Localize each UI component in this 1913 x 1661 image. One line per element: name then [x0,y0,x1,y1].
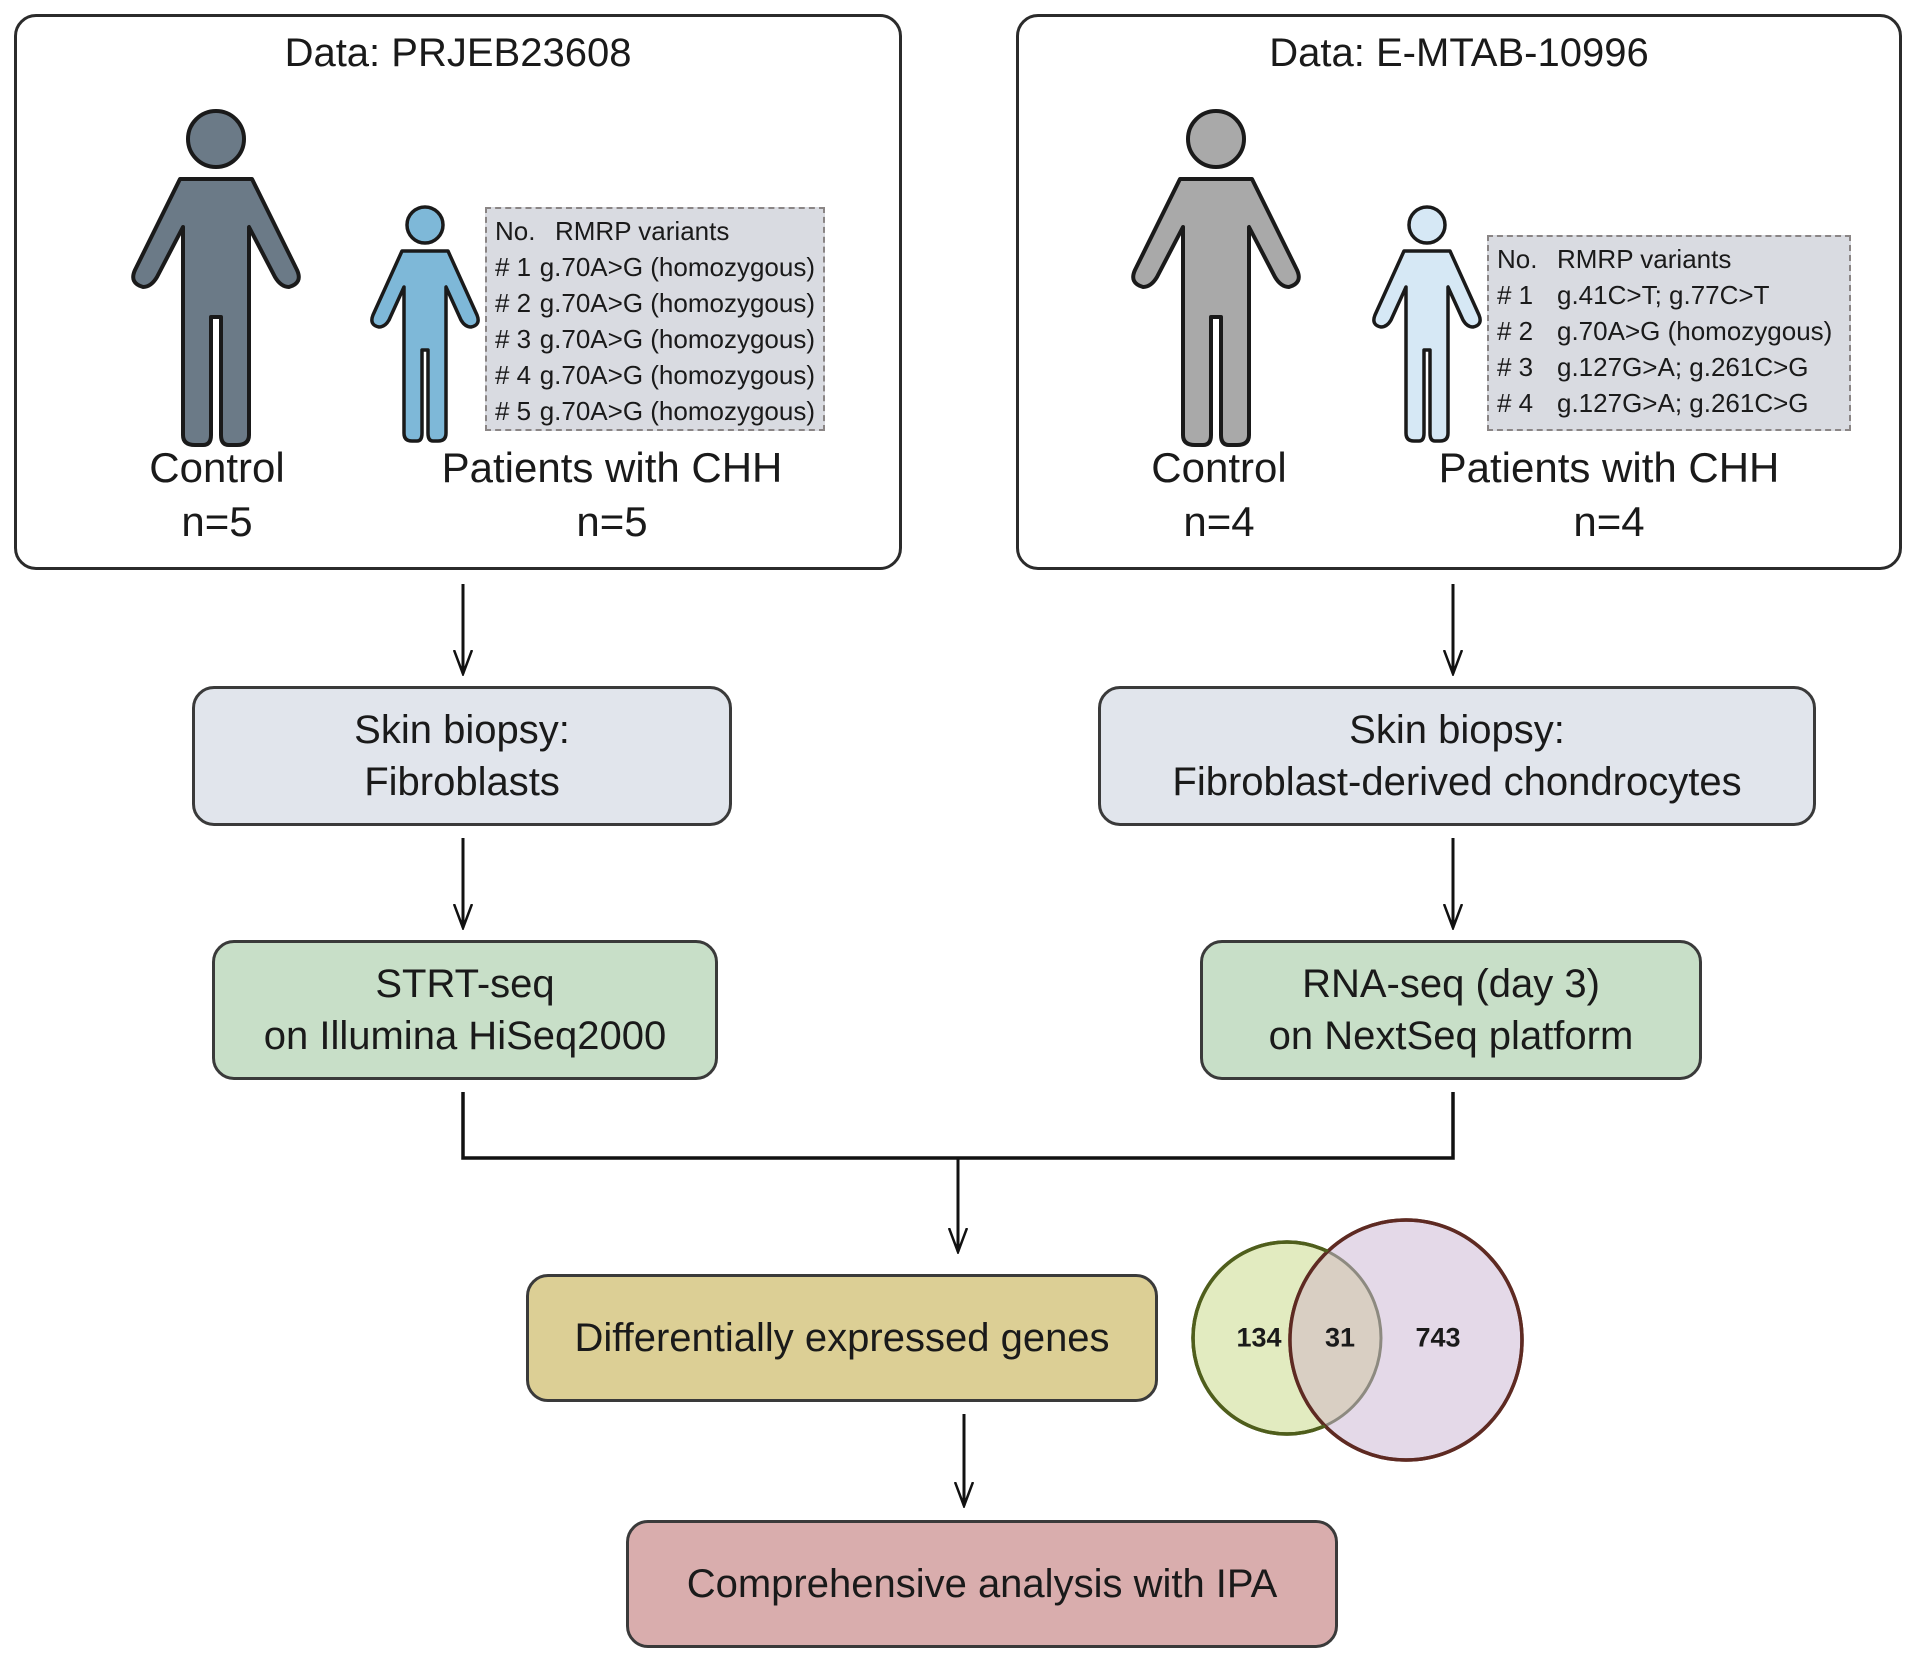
control-person-icon [131,109,301,447]
deg-label: Differentially expressed genes [574,1316,1110,1360]
patient-person-icon [370,205,480,443]
variant-value: g.70A>G (homozygous) [1557,316,1833,346]
variant-no: # 1 [495,252,532,282]
control-n: n=5 [181,498,253,545]
patients-n: n=4 [1573,498,1645,545]
seq-line2: on Illumina HiSeq2000 [263,1014,667,1058]
variant-row: # 3 g.127G>A; g.261C>G [1497,349,1841,385]
panel-title: Data: E-MTAB-10996 [1269,31,1649,75]
variant-no: # 2 [1497,316,1534,346]
control-group: Control n=5 [97,441,337,549]
variant-value: g.70A>G (homozygous) [539,396,815,426]
venn-right-only-count: 743 [1415,1322,1461,1353]
patients-group: Patients with CHH n=5 [387,441,837,549]
variant-value: g.127G>A; g.261C>G [1557,352,1809,382]
patient-person-icon [1372,205,1482,443]
patients-label: Patients with CHH [441,444,783,491]
header-no: No. [1497,244,1538,274]
strt-seq-box: STRT-seq on Illumina HiSeq2000 [212,940,718,1080]
variant-value: g.70A>G (homozygous) [539,288,815,318]
variant-value: g.41C>T; g.77C>T [1557,280,1770,310]
variant-value: g.70A>G (homozygous) [539,360,815,390]
variant-no: # 1 [1497,280,1534,310]
rna-seq-box: RNA-seq (day 3) on NextSeq platform [1200,940,1702,1080]
variant-row: # 4 g.127G>A; g.261C>G [1497,385,1841,421]
biopsy-line2: Fibroblasts [364,760,560,804]
variant-row: # 2 g.70A>G (homozygous) [1497,313,1841,349]
biopsy-line2: Fibroblast-derived chondrocytes [1172,760,1742,804]
header-variant: RMRP variants [1557,244,1732,274]
venn-left-outer-outline [1191,1240,1383,1436]
variants-header: No. RMRP variants [495,213,815,249]
variant-no: # 4 [495,360,532,390]
variant-value: g.127G>A; g.261C>G [1557,388,1809,418]
skin-biopsy-fibroblasts-box: Skin biopsy: Fibroblasts [192,686,732,826]
differentially-expressed-genes-box: Differentially expressed genes [526,1274,1158,1402]
patients-n: n=5 [576,498,648,545]
variant-value: g.70A>G (homozygous) [539,252,815,282]
seq-line1: STRT-seq [375,962,555,1006]
header-variant: RMRP variants [555,216,730,246]
control-label: Control [1151,444,1287,491]
seq-line1: RNA-seq (day 3) [1302,962,1600,1006]
variant-no: # 2 [495,288,532,318]
control-person-icon [1131,109,1301,447]
variant-value: g.70A>G (homozygous) [539,324,815,354]
rmrp-variants-table: No. RMRP variants # 1 g.41C>T; g.77C>T # … [1487,235,1851,431]
control-label: Control [149,444,285,491]
venn-right-outline [1288,1218,1524,1462]
ipa-analysis-box: Comprehensive analysis with IPA [626,1520,1338,1648]
control-n: n=4 [1183,498,1255,545]
biopsy-line1: Skin biopsy: [354,708,570,752]
patients-group: Patients with CHH n=4 [1379,441,1839,549]
venn-diagram [1191,1218,1524,1462]
merge-line [461,1092,1455,1160]
venn-left-only-count: 134 [1236,1322,1282,1353]
variant-no: # 3 [495,324,532,354]
patients-label: Patients with CHH [1438,444,1780,491]
variant-row: # 1 g.41C>T; g.77C>T [1497,277,1841,313]
skin-biopsy-chondrocytes-box: Skin biopsy: Fibroblast-derived chondroc… [1098,686,1816,826]
header-no: No. [495,216,536,246]
ipa-label: Comprehensive analysis with IPA [686,1562,1278,1606]
variant-no: # 3 [1497,352,1534,382]
control-group: Control n=4 [1099,441,1339,549]
dataset-panel-e-mtab-10996: Data: E-MTAB-10996 No. RMRP variants # 1… [1016,14,1902,570]
seq-line2: on NextSeq platform [1268,1014,1634,1058]
panel-title: Data: PRJEB23608 [284,31,632,75]
variant-no: # 4 [1497,388,1534,418]
biopsy-line1: Skin biopsy: [1349,708,1565,752]
variants-header: No. RMRP variants [1497,241,1841,277]
venn-overlap-count: 31 [1324,1322,1356,1353]
variant-no: # 5 [495,396,532,426]
venn-overlap-region [1290,1242,1381,1434]
